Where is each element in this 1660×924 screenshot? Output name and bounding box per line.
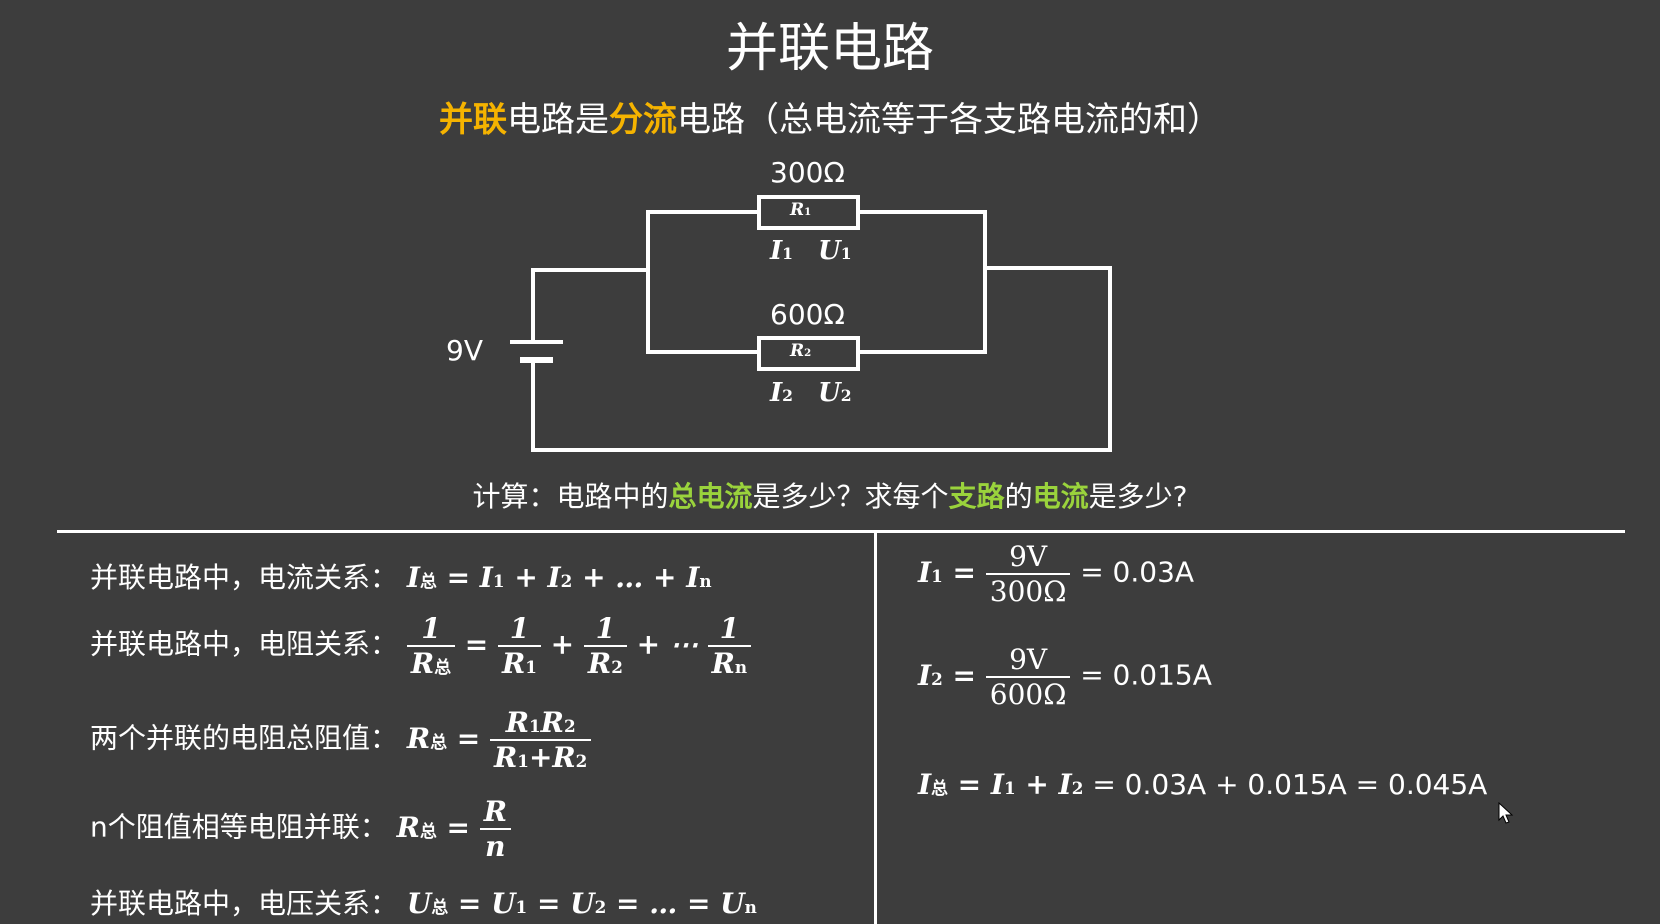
r2-label: R2 [790,341,812,361]
page-title: 并联电路 [725,19,934,79]
itotal-calc-row: I总 = I1 + I2 = 0.03A + 0.015A = 0.045A [918,768,1488,801]
voltage-relation-row: 并联电路中，电压关系： U总 = U1 = U2 = … = Un [90,887,757,920]
battery-voltage: 9V [446,334,483,367]
wire-top-branch-left [646,210,759,354]
vertical-divider [874,533,877,924]
resistor-r2 [757,336,860,371]
resistor-r1 [757,195,860,230]
question-text: 计算：电路中的总电流是多少？求每个支路的电流是多少? [472,480,1188,513]
r1-value: 300Ω [770,156,845,189]
subtitle-highlight-parallel: 并联 [439,100,507,140]
r2-value: 600Ω [770,298,845,331]
wire-top-branch-right [858,210,987,354]
mouse-cursor-icon [1498,802,1514,824]
r1-label: R1 [790,200,812,220]
wire-outer-left [531,268,648,340]
u2-label: U2 [818,378,852,408]
subtitle-text-1: 电路是 [507,100,609,140]
u1-label: U1 [818,236,852,266]
current-relation-row: 并联电路中，电流关系： I总 = I1 + I2 + … + In [90,561,712,594]
i1-label: I1 [770,236,794,266]
subtitle: 并联电路是分流电路（总电流等于各支路电流的和） [0,92,1660,141]
subtitle-highlight-divide: 分流 [609,100,677,140]
wire-outer-bottom [531,266,1112,452]
subtitle-text-2: 电路（总电流等于各支路电流的和） [677,100,1221,140]
i2-label: I2 [770,378,794,408]
horizontal-divider [57,530,1625,533]
